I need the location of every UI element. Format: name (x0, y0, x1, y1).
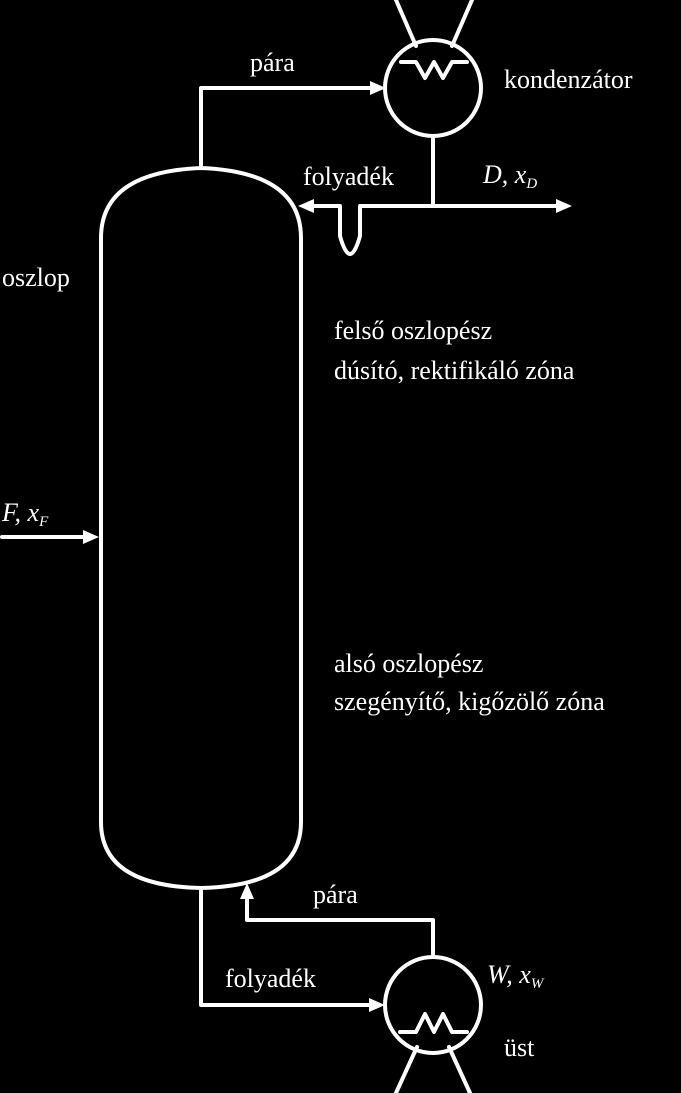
lower-section-desc: szegényítő, kigőzölő zóna (334, 687, 605, 716)
reboiler-coil (398, 1012, 469, 1034)
top-vapor-label: pára (250, 48, 295, 77)
bottom-liquid-line (199, 886, 372, 1007)
bottom-liquid-arrowhead (369, 998, 385, 1012)
column-label: oszlop (2, 263, 70, 292)
condenser-coolant-out (450, 0, 474, 48)
upper-section-desc: dúsító, rektifikáló zóna (334, 356, 575, 385)
reboiler-steam-in (394, 1045, 419, 1093)
lower-section-title: alsó oszlopész (334, 649, 484, 678)
distillate-subscript: D (526, 176, 538, 192)
bottom-vapor-line (245, 896, 435, 959)
feed-symbol: F (2, 498, 15, 527)
condenser-coolant-in (394, 0, 418, 48)
condenser-vessel (383, 38, 483, 138)
top-vapor-line (199, 86, 374, 170)
reboiler-label: üst (504, 1033, 535, 1062)
distillate-label: D, xD (483, 160, 538, 192)
bottom-vapor-label: pára (313, 880, 358, 909)
bottom-liquid-label: folyadék (225, 964, 316, 993)
reboiler-vessel (383, 955, 483, 1055)
column-vessel (99, 166, 303, 890)
feed-label: F, xF (2, 498, 49, 530)
feed-subscript: F (39, 514, 49, 530)
feed-arrowhead (83, 530, 99, 544)
bottoms-symbol: W (487, 960, 507, 989)
reflux-arrowhead (298, 199, 314, 213)
reboiler-steam-out (447, 1045, 472, 1093)
bottoms-label: W, xW (487, 960, 544, 992)
bottoms-subscript: W (530, 976, 544, 992)
reflux-label: folyadék (303, 162, 394, 191)
reflux-line (312, 204, 435, 256)
feed-composition: x (27, 498, 40, 527)
upper-section-title: felső oszlopész (334, 316, 493, 345)
condenser-coil (399, 60, 469, 80)
bottom-vapor-arrowhead (240, 883, 254, 899)
condenser-label: kondenzátor (504, 65, 633, 94)
distillate-arrowhead (556, 199, 572, 213)
distillate-composition: x (514, 160, 527, 189)
distillate-symbol: D (483, 160, 502, 189)
bottoms-composition: x (519, 960, 531, 989)
top-vapor-arrowhead (370, 81, 386, 95)
